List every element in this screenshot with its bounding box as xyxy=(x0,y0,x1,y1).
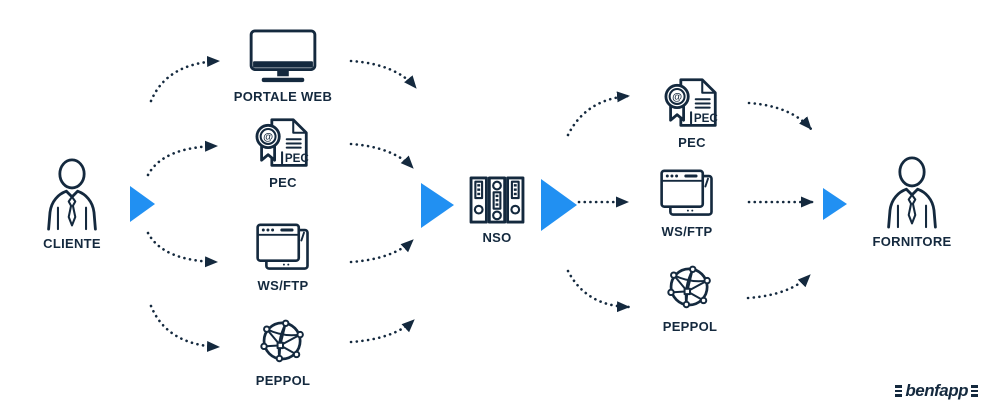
node-pec-outbound: PEC xyxy=(642,76,742,150)
flow-triangle-before-fornitore xyxy=(823,188,847,220)
arrow-ws-ftp-to-nso xyxy=(349,238,415,264)
logo-bars-left xyxy=(895,385,903,397)
certified-mail-document-icon xyxy=(663,76,721,130)
businessman-icon xyxy=(42,158,102,231)
flow-triangle-after-nso xyxy=(541,179,577,231)
arrow-pec-to-fornitore xyxy=(747,101,813,131)
archive-binders-icon xyxy=(468,175,526,225)
arrow-nso-to-pec xyxy=(566,91,631,137)
browser-window-icon xyxy=(255,222,311,273)
node-nso: NSO xyxy=(457,175,537,245)
flow-triangle-before-nso xyxy=(421,183,454,228)
arrow-peppol-to-fornitore xyxy=(746,273,812,300)
monitor-icon xyxy=(247,28,319,84)
browser-window-icon xyxy=(659,168,715,219)
arrow-cliente-to-ws-ftp xyxy=(146,231,219,268)
arrow-cliente-to-pec xyxy=(146,140,219,177)
node-portale-web: PORTALE WEB xyxy=(210,28,356,104)
node-label-nso: NSO xyxy=(482,230,512,245)
node-peppol-outbound: PEPPOL xyxy=(640,258,740,334)
arrow-peppol-to-nso xyxy=(349,318,416,344)
certified-mail-document-icon xyxy=(254,116,312,170)
node-label-peppol-outbound: PEPPOL xyxy=(662,319,718,334)
node-label-cliente: CLIENTE xyxy=(43,236,101,251)
network-globe-icon xyxy=(255,312,311,368)
node-label-ws-ftp-outbound: WS/FTP xyxy=(661,224,713,239)
node-label-ws-ftp-inbound: WS/FTP xyxy=(257,278,309,293)
node-ws-ftp-outbound: WS/FTP xyxy=(637,168,737,239)
node-label-fornitore: FORNITORE xyxy=(872,234,952,249)
node-cliente: CLIENTE xyxy=(30,158,114,251)
node-fornitore: FORNITORE xyxy=(870,156,954,249)
node-pec-inbound: PEC xyxy=(233,116,333,190)
flow-triangle-after-cliente xyxy=(130,186,155,222)
node-label-pec-outbound: PEC xyxy=(678,135,706,150)
node-label-peppol-inbound: PEPPOL xyxy=(255,373,311,388)
arrow-cliente-to-peppol xyxy=(149,304,221,353)
arrow-portale-web-to-nso xyxy=(349,59,418,90)
logo-text: benfapp xyxy=(905,381,968,400)
arrow-cliente-to-portale-web xyxy=(149,55,221,103)
arrow-nso-to-peppol xyxy=(566,269,631,313)
network-globe-icon xyxy=(662,258,718,314)
node-label-portale-web: PORTALE WEB xyxy=(233,89,333,104)
node-ws-ftp-inbound: WS/FTP xyxy=(233,222,333,293)
node-peppol-inbound: PEPPOL xyxy=(233,312,333,388)
benfapp-logo: benfapp xyxy=(895,381,978,401)
businessman-icon xyxy=(882,156,942,229)
arrow-pec-to-nso xyxy=(349,142,415,170)
logo-bars-right xyxy=(971,385,978,397)
node-label-pec-inbound: PEC xyxy=(269,175,297,190)
